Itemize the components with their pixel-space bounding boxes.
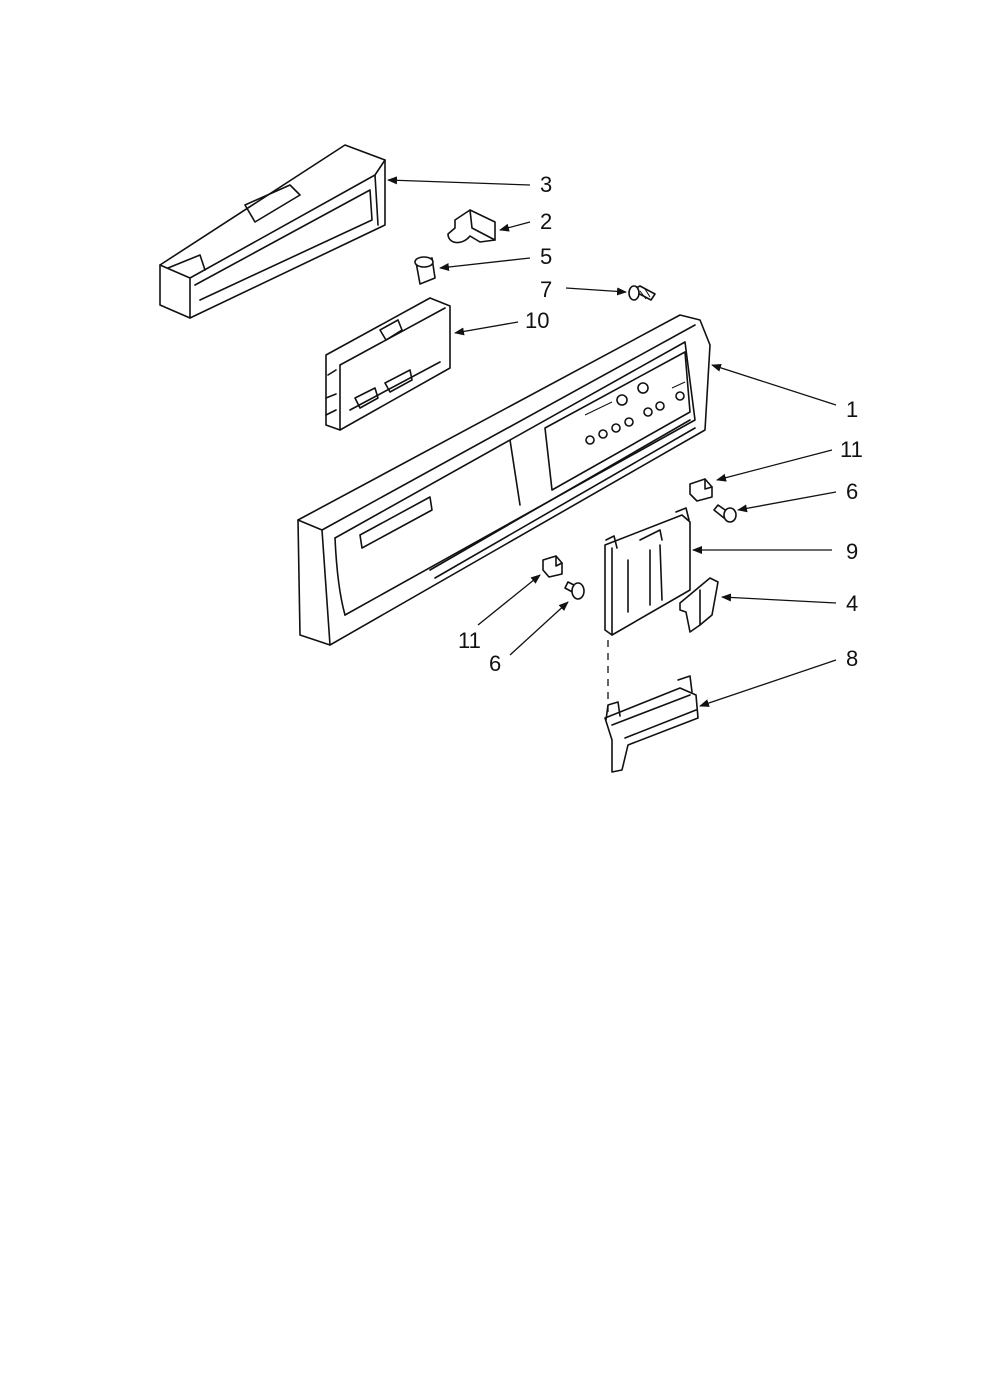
part-1-console-panel bbox=[297, 314, 711, 646]
part-11-clip-lower bbox=[542, 555, 563, 578]
callout-11-lower: 11 bbox=[458, 628, 481, 653]
callout-4: 4 bbox=[846, 591, 858, 616]
callout-2: 2 bbox=[540, 209, 552, 234]
callout-1: 1 bbox=[846, 397, 858, 422]
callout-11-upper: 11 bbox=[840, 437, 863, 462]
callout-8: 8 bbox=[846, 646, 858, 671]
part-4-small-bracket bbox=[679, 577, 719, 633]
callout-3: 3 bbox=[540, 172, 552, 197]
callout-5: 5 bbox=[540, 244, 552, 269]
callout-10: 10 bbox=[525, 308, 549, 333]
callout-6-upper: 6 bbox=[846, 479, 858, 504]
part-2-clip bbox=[447, 209, 496, 244]
part-10-control-board bbox=[325, 297, 451, 431]
part-8-lower-bracket bbox=[604, 675, 699, 773]
part-5-cap bbox=[414, 256, 436, 285]
part-6-screw-lower bbox=[564, 581, 585, 600]
part-9-bracket bbox=[604, 507, 691, 636]
callout-9: 9 bbox=[846, 539, 858, 564]
part-6-screw-upper bbox=[713, 504, 737, 523]
part-11-clip-upper bbox=[689, 478, 713, 502]
part-3-top-cover bbox=[159, 144, 386, 319]
leader-lines bbox=[387, 176, 837, 707]
callout-7: 7 bbox=[540, 277, 552, 302]
callout-6-lower: 6 bbox=[489, 651, 501, 676]
part-7-screw bbox=[628, 285, 656, 301]
